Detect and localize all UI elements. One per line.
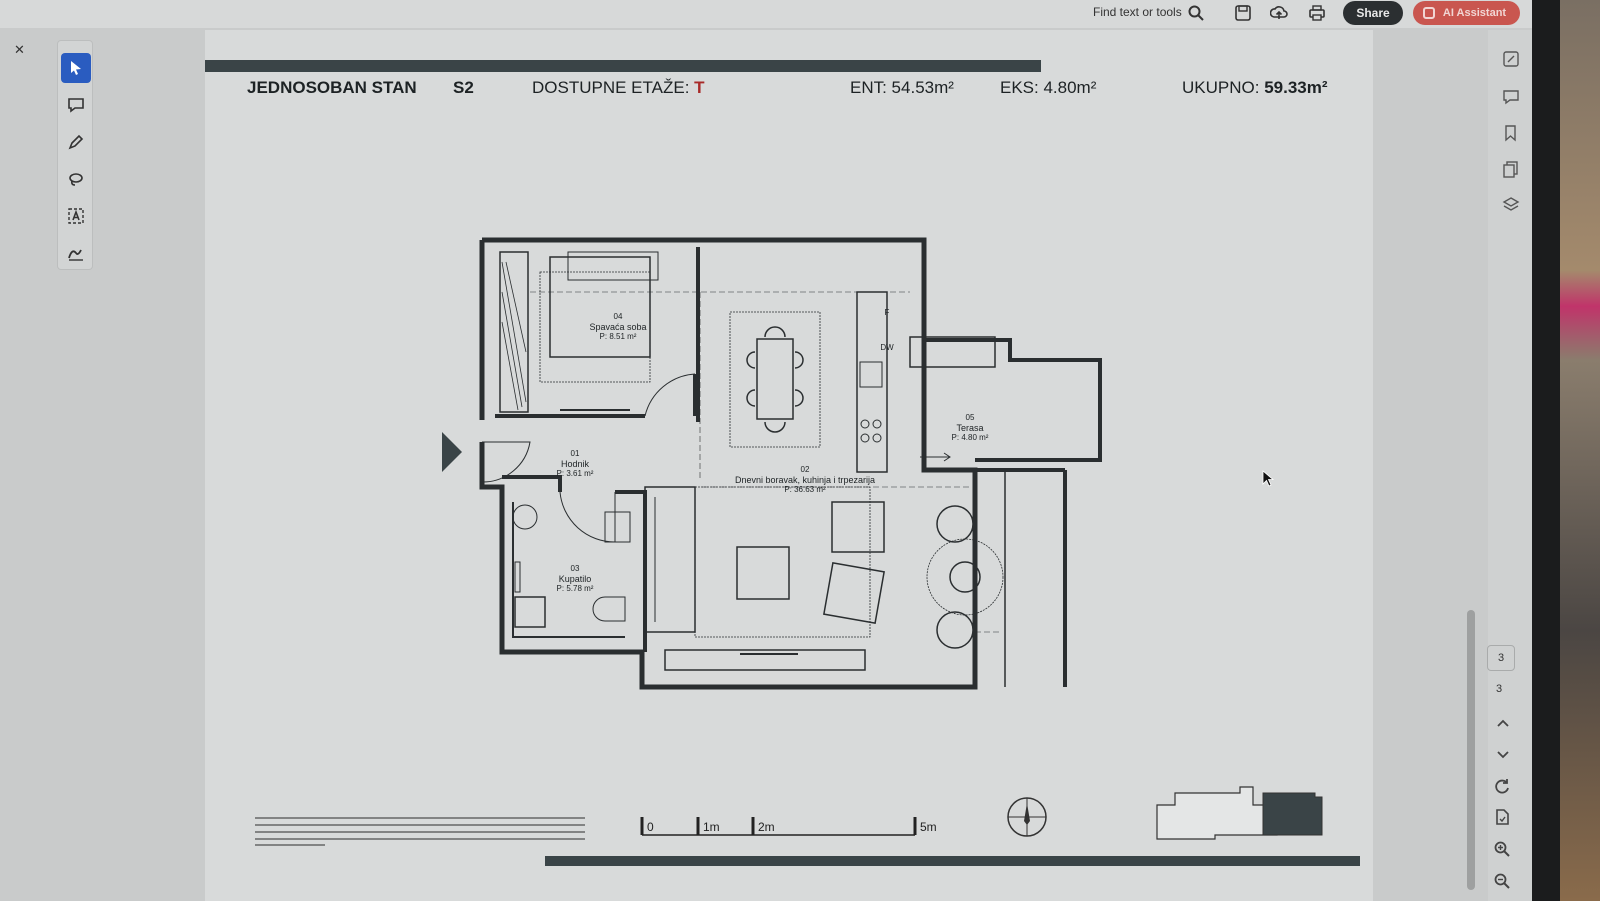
- apartment-type: JEDNOSOBAN STAN: [247, 78, 417, 97]
- select-tool-button[interactable]: [61, 53, 91, 83]
- select-icon: [71, 61, 81, 75]
- scale-0: 0: [647, 820, 654, 834]
- text-recognize-icon: [68, 208, 84, 224]
- sign-tool-button[interactable]: [61, 238, 91, 268]
- close-icon[interactable]: ✕: [14, 42, 25, 57]
- top-toolbar: [0, 0, 1540, 28]
- lasso-icon: [69, 173, 83, 186]
- total-area: UKUPNO: 59.33m²: [1182, 78, 1328, 97]
- bookmark-icon[interactable]: [1502, 124, 1520, 142]
- current-page-field[interactable]: 3: [1487, 645, 1515, 671]
- lasso-tool-button[interactable]: [61, 164, 91, 194]
- zoom-in-icon[interactable]: [1493, 840, 1511, 858]
- unit-code: S2: [453, 78, 474, 97]
- fridge-label: F: [884, 308, 890, 317]
- chevron-up-icon[interactable]: [1494, 715, 1512, 733]
- pen-icon: [68, 134, 84, 150]
- north-compass-icon: [1007, 797, 1047, 837]
- document-save-icon[interactable]: [1493, 808, 1511, 826]
- sign-icon: [68, 249, 83, 261]
- comment-icon: [68, 98, 84, 113]
- chevron-down-icon[interactable]: [1494, 745, 1512, 763]
- share-button[interactable]: Share: [1343, 1, 1403, 25]
- disclaimer-text: [255, 817, 585, 846]
- ai-assistant-icon: [1423, 7, 1435, 19]
- find-text-label[interactable]: Find text or tools: [1093, 5, 1182, 19]
- comments-panel-icon[interactable]: [1502, 88, 1520, 106]
- ent-area: ENT: 54.53m²: [850, 78, 954, 97]
- scrollbar[interactable]: [1467, 610, 1475, 890]
- dishwasher-label: DW: [880, 343, 894, 352]
- scale-5m: 5m: [920, 820, 937, 834]
- scale-2m: 2m: [758, 820, 775, 834]
- floor-plan: [442, 237, 1102, 690]
- scale-1m: 1m: [703, 820, 720, 834]
- refresh-icon[interactable]: [1493, 777, 1511, 795]
- zoom-out-icon[interactable]: [1493, 872, 1511, 890]
- page-total: 3: [1496, 683, 1503, 695]
- cloud-upload-icon[interactable]: [1270, 4, 1288, 22]
- ai-assistant-button[interactable]: AI Assistant: [1413, 1, 1520, 25]
- available-floors: DOSTUPNE ETAŽE: T: [532, 78, 705, 97]
- search-icon[interactable]: [1187, 4, 1205, 22]
- text-recognize-tool-button[interactable]: [61, 201, 91, 231]
- eks-area: EKS: 4.80m²: [1000, 78, 1097, 97]
- room-background: [1560, 0, 1600, 901]
- layers-icon[interactable]: [1502, 196, 1520, 214]
- pages-icon[interactable]: [1502, 160, 1520, 178]
- comment-tool-button[interactable]: [61, 90, 91, 120]
- tool-rail: [57, 40, 93, 270]
- mouse-cursor-icon: [1262, 470, 1275, 487]
- key-plan: [1156, 786, 1323, 840]
- save-icon[interactable]: [1234, 4, 1252, 22]
- print-icon[interactable]: [1308, 4, 1326, 22]
- header-bar: [205, 60, 1041, 72]
- document-page: [205, 30, 1373, 901]
- edit-pdf-icon[interactable]: [1502, 50, 1520, 68]
- pen-tool-button[interactable]: [61, 127, 91, 157]
- ai-assistant-label: AI Assistant: [1442, 7, 1507, 19]
- entrance-arrow-icon: [442, 432, 462, 472]
- scale-bar: [640, 817, 917, 836]
- monitor-bezel: [1532, 0, 1560, 901]
- footer-bar: [545, 856, 1360, 866]
